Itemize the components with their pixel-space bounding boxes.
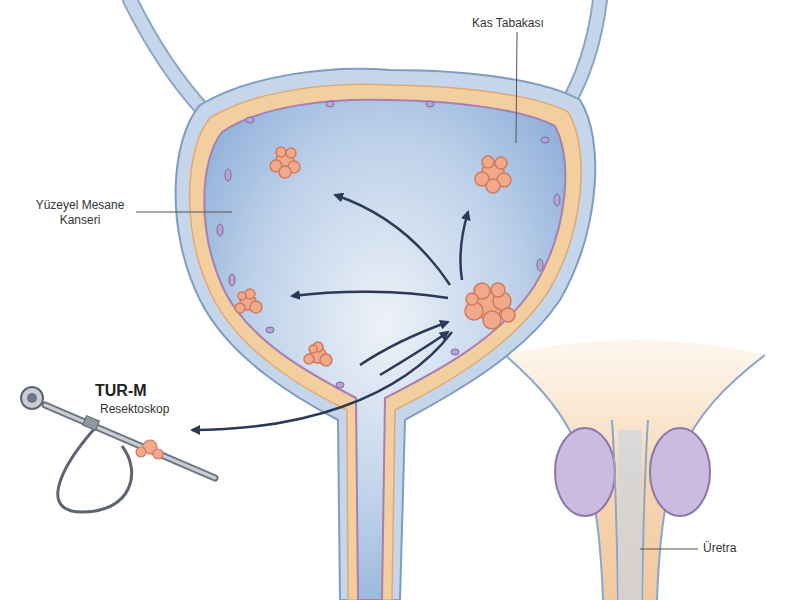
cancer-label: Yüzeyel Mesane Kanseri [28,198,132,228]
leader-line [136,32,698,549]
instrument-label: Resektoskop [100,402,169,417]
layer-label: Kas Tabakası [472,16,544,31]
resectoscope [21,387,215,512]
urethra-label: Üretra [703,541,736,556]
muscle-layer [190,84,582,600]
lining-cells [217,101,560,388]
procedure-title: TUR-M [95,381,147,401]
spread-arrow [192,195,468,430]
bladder-wall [176,69,596,600]
tumor [235,147,515,366]
prostate-section [505,340,765,600]
bladder-lumen [204,100,565,600]
